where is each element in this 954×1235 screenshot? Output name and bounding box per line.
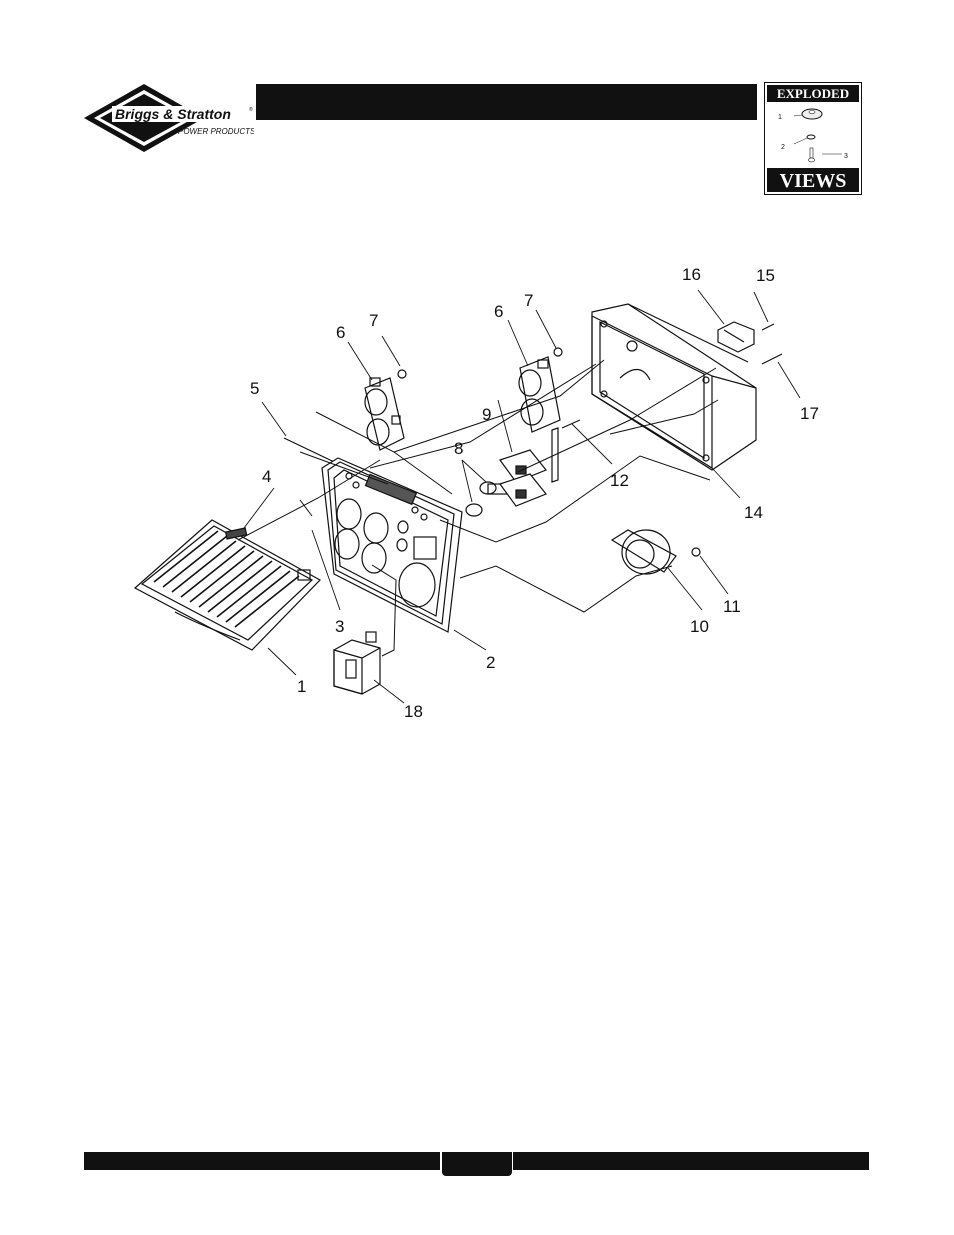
callout-7-left: 7 (369, 311, 378, 330)
part-2-panel (322, 458, 462, 632)
part-6-receptacle-left (365, 378, 404, 450)
part-16-diode (718, 322, 754, 352)
part-15-screw (762, 324, 774, 330)
part-11-nut (692, 548, 700, 556)
footer-bar-left (84, 1152, 440, 1170)
part-7-nut-left (398, 370, 406, 378)
callout-4: 4 (262, 467, 271, 486)
part-17-screw (762, 354, 782, 364)
callout-6-left: 6 (336, 323, 345, 342)
footer-page-tab (442, 1152, 512, 1176)
callout-7-right: 7 (524, 291, 533, 310)
callout-12: 12 (610, 471, 629, 490)
part-12-bracket (552, 420, 580, 482)
callout-15: 15 (756, 266, 775, 285)
callout-1: 1 (297, 677, 306, 696)
callout-17: 17 (800, 404, 819, 423)
callout-16: 16 (682, 265, 701, 284)
footer-bar-right (513, 1152, 869, 1170)
callout-8: 8 (454, 439, 463, 458)
callout-5: 5 (250, 379, 259, 398)
part-6-receptacle-right (519, 357, 560, 432)
part-7-nut-right (554, 348, 562, 356)
callout-18: 18 (404, 702, 423, 721)
callout-10: 10 (690, 617, 709, 636)
callout-9: 9 (482, 405, 491, 424)
callout-14: 14 (744, 503, 763, 522)
callout-6-right: 6 (494, 302, 503, 321)
part-9-breakers (500, 450, 546, 506)
part-18-switch (334, 632, 380, 694)
callout-2: 2 (486, 653, 495, 672)
callout-11: 11 (723, 597, 741, 616)
callout-3: 3 (335, 617, 344, 636)
